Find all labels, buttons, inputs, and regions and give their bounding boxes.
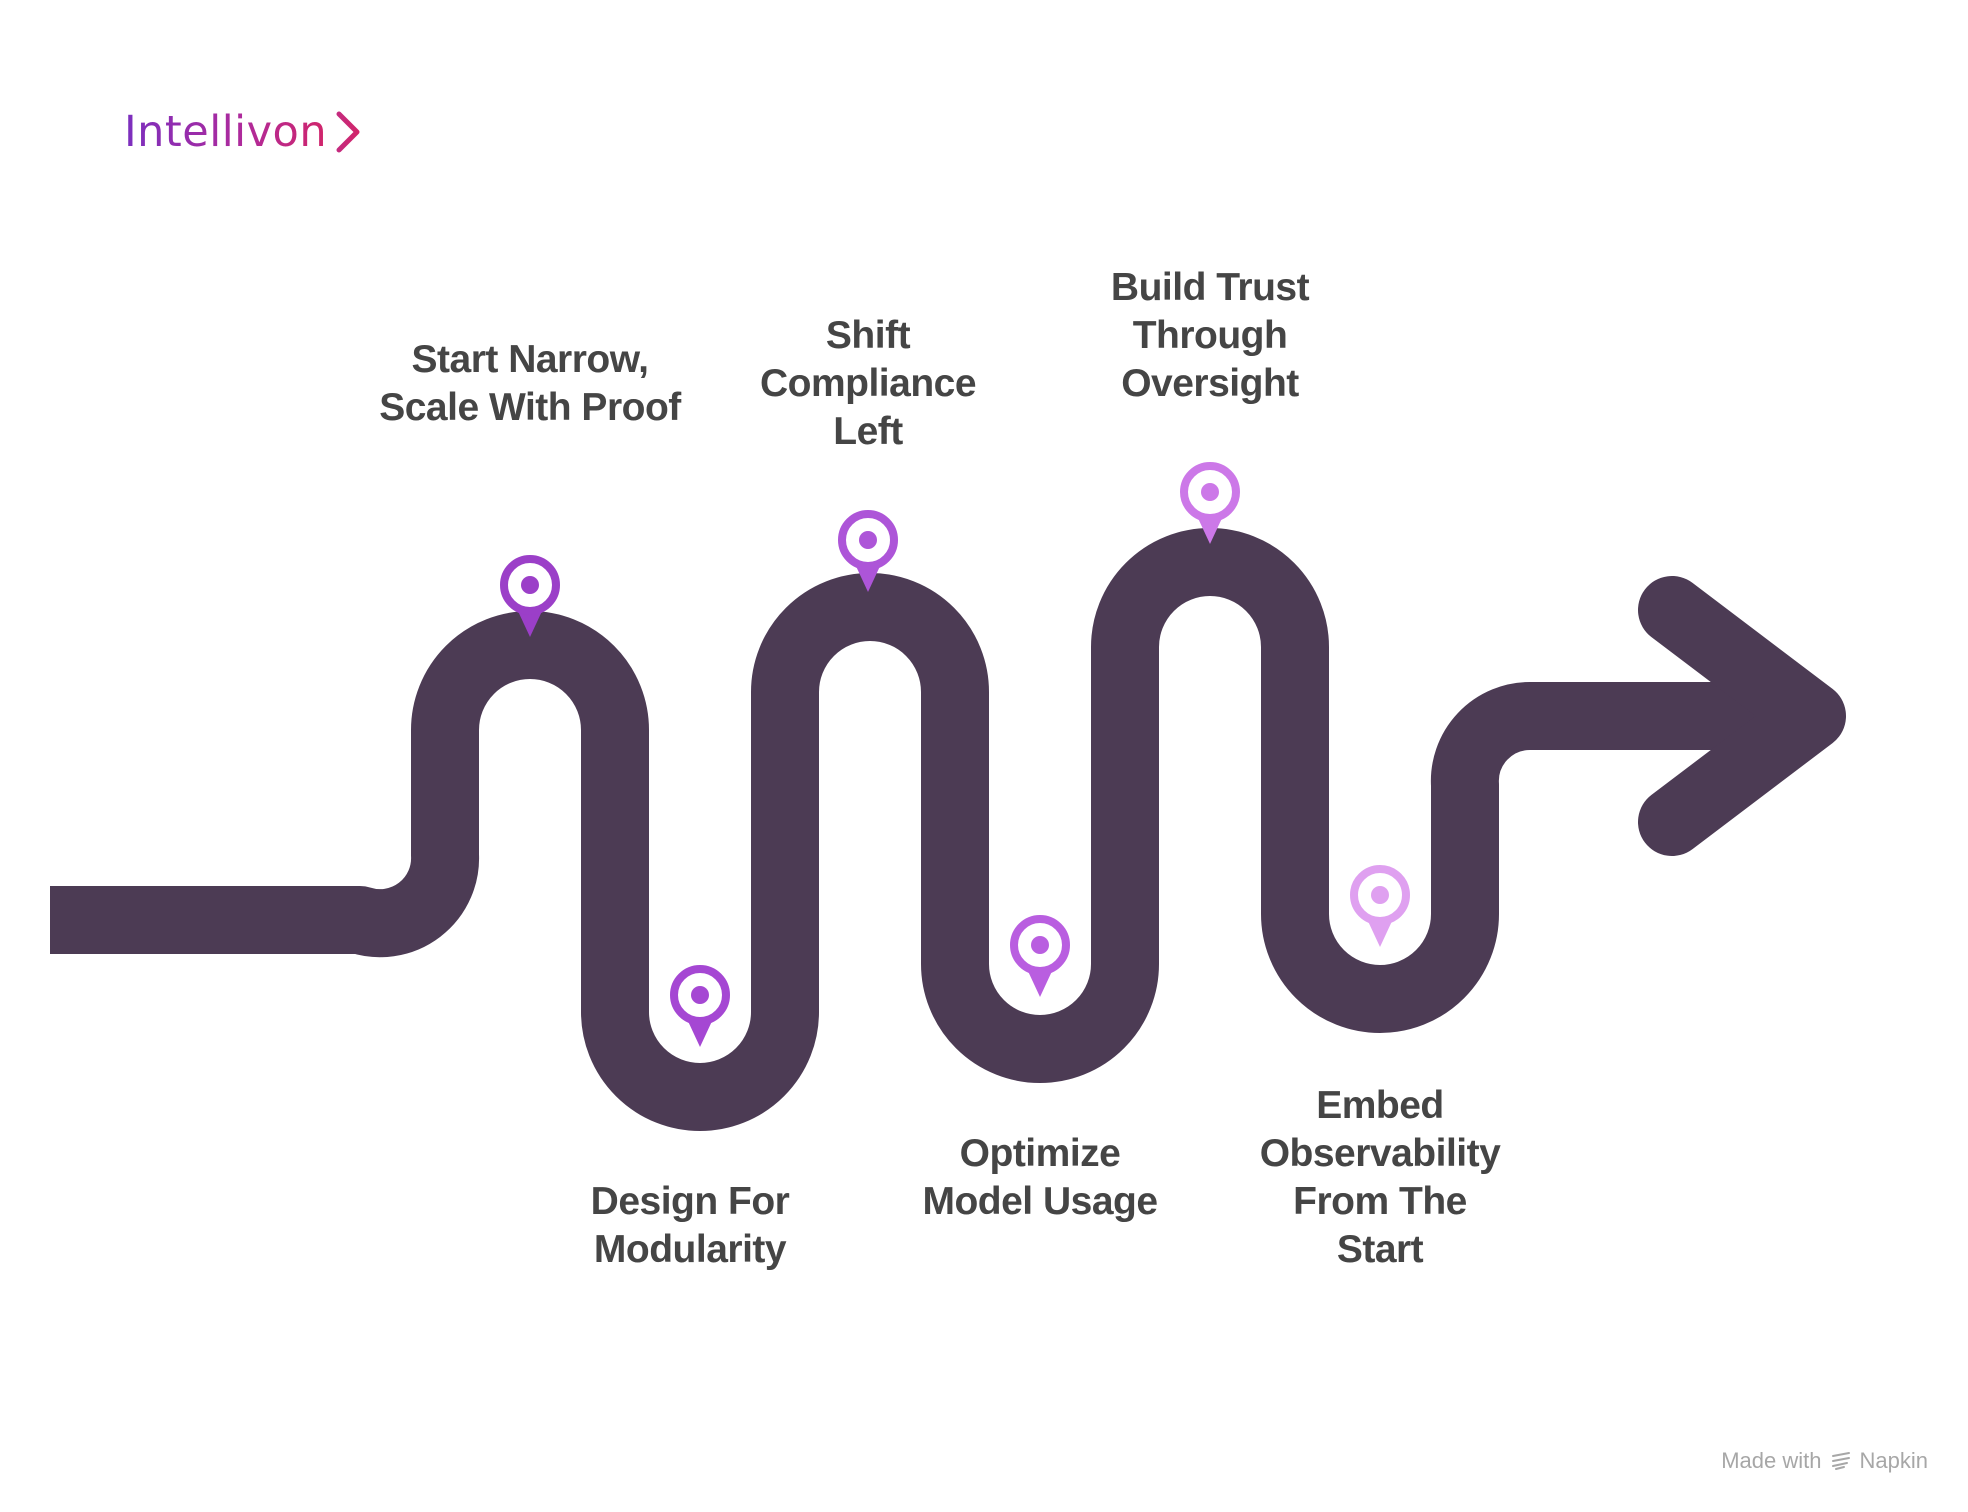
arrow-head xyxy=(1638,576,1846,856)
napkin-logo-icon xyxy=(1831,1452,1850,1470)
location-pin-icon xyxy=(670,965,730,1047)
brand-name: Intellivon xyxy=(124,107,328,157)
location-pin-icon xyxy=(1010,915,1070,997)
step-label-embed-observability: Embed Observability From The Start xyxy=(1259,1084,1501,1271)
step-label-start-narrow: Start Narrow, Scale With Proof xyxy=(379,338,681,429)
location-pin-icon xyxy=(838,510,898,592)
winding-road-path xyxy=(50,528,1785,1131)
step-label-design-modularity: Design For Modularity xyxy=(590,1180,790,1271)
step-label-shift-compliance: Shift Compliance Left xyxy=(759,314,977,453)
chevron-right-icon xyxy=(336,111,360,153)
step-label-optimize-model: Optimize Model Usage xyxy=(922,1132,1158,1223)
made-with-footer: Made with Napkin xyxy=(1721,1448,1928,1474)
footer-brand: Napkin xyxy=(1859,1448,1928,1473)
brand-logo: Intellivon xyxy=(124,100,363,164)
footer-prefix: Made with xyxy=(1721,1448,1822,1473)
step-label-build-trust: Build Trust Through Oversight xyxy=(1110,266,1310,405)
location-pin-icon xyxy=(1180,462,1240,544)
location-pin-icon xyxy=(1350,865,1410,947)
location-pin-icon xyxy=(500,555,560,637)
milestone-pins xyxy=(500,462,1410,1047)
